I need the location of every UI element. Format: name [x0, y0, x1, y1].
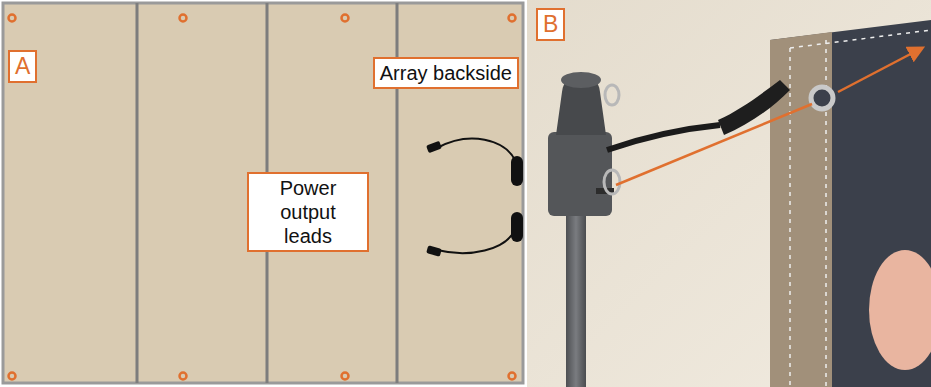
label-text: A: [15, 53, 30, 80]
label-text: Power output leads: [254, 176, 362, 248]
label-text: B: [543, 11, 558, 38]
grommets: [9, 15, 516, 380]
pole-clamp: [548, 72, 720, 387]
callout-label: Power output leads: [247, 172, 369, 252]
fabric-panel: [718, 20, 931, 387]
panel-letter: A: [8, 50, 37, 83]
label-text: Array backside: [380, 61, 512, 85]
panel-letter: B: [536, 8, 565, 41]
leader-line: [616, 104, 812, 185]
callout-label: Array backside: [373, 57, 519, 89]
array-panel: [3, 3, 523, 383]
leader-arrow: [838, 48, 922, 92]
photo-background: [527, 0, 931, 387]
panel-seam: [136, 3, 139, 383]
power-leads: [426, 139, 523, 257]
